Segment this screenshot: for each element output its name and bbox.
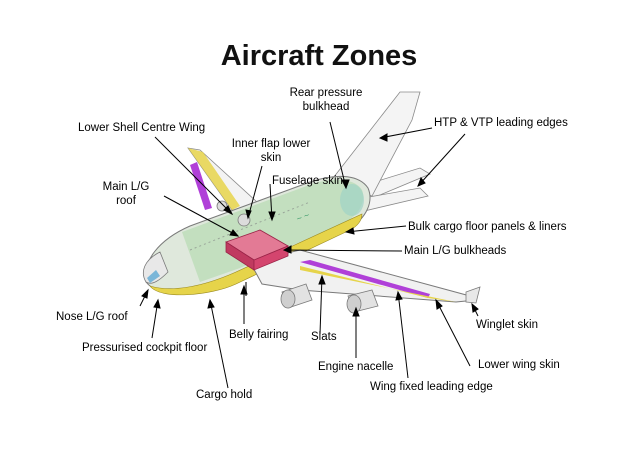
label-bulk-cargo-floor: Bulk cargo floor panels & liners [408, 221, 567, 233]
label-nose-lg-roof: Nose L/G roof [56, 311, 128, 323]
main-lg-bay-box-side [253, 245, 289, 271]
engine-far-inner [237, 213, 251, 227]
engine-inner [280, 283, 313, 309]
far-wing-leading-edge [188, 148, 240, 210]
winglet [465, 286, 481, 304]
label-main-lg-roof-line1: Main L/G [102, 181, 150, 193]
page-title: Aircraft Zones [220, 40, 418, 72]
cockpit-window [147, 270, 160, 283]
leader-lines [139, 121, 479, 389]
label-engine-nacelle: Engine nacelle [318, 361, 394, 373]
label-wing-fixed-leading-edge: Wing fixed leading edge [370, 381, 493, 393]
engine-outer [346, 289, 379, 314]
label-cargo-hold: Cargo hold [196, 389, 253, 401]
label-rear-pressure-bulkhead-line1: Rear pressure [289, 87, 363, 99]
engine-far-outer [216, 200, 228, 212]
label-fuselage-skin: Fuselage skin [272, 175, 343, 187]
label-main-lg-bulkheads: Main L/G bulkheads [404, 245, 507, 257]
rear-bulkhead-zone [340, 184, 364, 216]
label-belly-fairing: Belly fairing [229, 329, 289, 341]
belly-yellow-zone [149, 213, 363, 296]
label-main-lg-roof-line2: roof [116, 195, 136, 207]
label-main-lg-roof: Main L/G roof [96, 180, 156, 208]
far-wing-purple-edge [190, 162, 212, 210]
label-pressurised-cockpit-floor: Pressurised cockpit floor [82, 342, 208, 354]
label-inner-flap-line1: Inner flap lower [231, 138, 311, 150]
label-rear-pressure-bulkhead: Rear pressure bulkhead [286, 86, 366, 114]
near-wing-purple-edge [300, 260, 430, 298]
fuselage-skin-zone [182, 179, 364, 282]
label-inner-flap-lower-skin: Inner flap lower skin [228, 137, 314, 165]
label-lower-wing-skin: Lower wing skin [478, 359, 560, 371]
label-winglet-skin: Winglet skin [476, 319, 538, 331]
label-rear-pressure-bulkhead-line2: bulkhead [302, 101, 350, 113]
nose [143, 251, 169, 284]
label-lower-shell-centre-wing: Lower Shell Centre Wing [78, 122, 206, 134]
window-line [189, 201, 311, 251]
label-inner-flap-line2: skin [260, 152, 282, 164]
fuselage-logo: ~ ~ [295, 210, 311, 224]
label-htp-vtp-leading-edges: HTP & VTP leading edges [434, 117, 568, 129]
label-slats: Slats [311, 331, 337, 343]
